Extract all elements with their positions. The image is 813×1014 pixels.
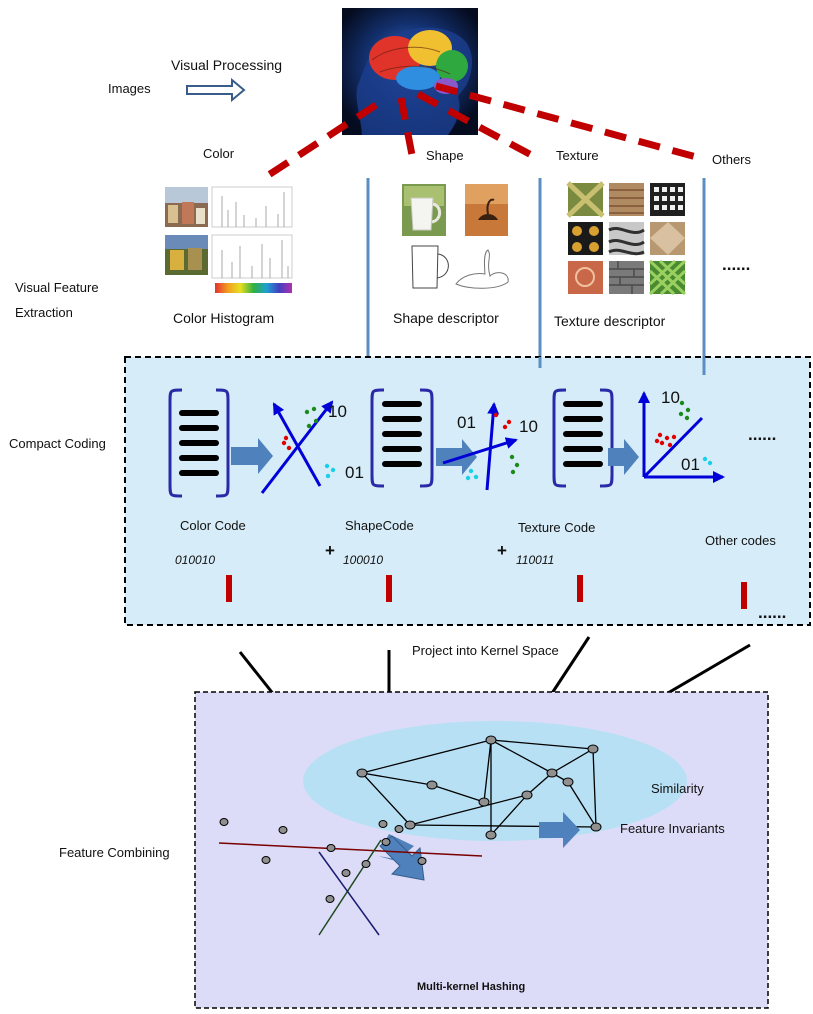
others-ellipsis-top: ...... <box>722 255 750 274</box>
shape-code-value: 100010 <box>343 553 383 567</box>
texture-label: Texture <box>556 148 599 163</box>
code-vector-texture <box>552 388 614 488</box>
plus-sign-2: + <box>497 541 507 560</box>
color-histogram-label: Color Histogram <box>173 310 274 326</box>
color-code-value: 010010 <box>175 553 215 567</box>
hollow-right-arrow-icon <box>186 77 246 103</box>
block-arrow-icon <box>608 439 639 475</box>
project-into-kernel-space-label: Project into Kernel Space <box>412 643 559 658</box>
code-bit-marker-texture <box>577 575 583 602</box>
texture-code-value: 110011 <box>516 553 554 567</box>
color-histogram-image <box>165 186 293 293</box>
color-code-label: Color Code <box>180 518 246 533</box>
hash-plane-shape <box>442 402 520 491</box>
visual-feature-label: Visual Feature <box>15 280 99 295</box>
dashed-line-texture <box>416 90 537 161</box>
others-label: Others <box>712 152 752 167</box>
texture-thumbnails-image <box>566 181 687 296</box>
shape-axis-label-10: 10 <box>519 417 538 436</box>
similarity-label: Similarity <box>651 781 704 796</box>
code-vector-shape <box>370 388 434 488</box>
other-codes-label: Other codes <box>705 533 776 548</box>
dashed-line-shape <box>397 97 416 156</box>
shape-label: Shape <box>426 148 464 163</box>
hashed-points <box>219 818 427 903</box>
color-label: Color <box>203 146 235 161</box>
feature-branch-dashed-lines <box>262 82 701 181</box>
plus-sign-1: + <box>325 541 335 560</box>
block-arrow-icon <box>436 439 477 475</box>
shape-axis-label-01: 01 <box>457 413 476 432</box>
feature-invariants-label: Feature Invariants <box>620 821 725 836</box>
code-bit-marker-other <box>741 582 747 609</box>
texture-descriptor-label: Texture descriptor <box>554 313 666 329</box>
color-axis-label-10: 10 <box>328 402 347 421</box>
code-bits-markers <box>226 575 747 609</box>
shape-descriptor-label: Shape descriptor <box>393 310 499 326</box>
shape-thumbnails-image <box>402 184 509 289</box>
feature-combining-label: Feature Combining <box>59 845 170 860</box>
compact-coding-box <box>124 356 811 626</box>
visual-processing-label: Visual Processing <box>171 57 282 73</box>
others-ellipsis-bottom: ...... <box>758 603 786 622</box>
texture-code-label: Texture Code <box>518 520 595 535</box>
others-ellipsis-middle: ...... <box>748 425 776 444</box>
dashed-line-color <box>262 102 378 181</box>
code-bit-marker-color <box>226 575 232 602</box>
images-label: Images <box>108 81 151 96</box>
shape-code-label: ShapeCode <box>345 518 414 533</box>
code-vector-color <box>168 388 230 498</box>
block-arrow-icon <box>231 438 273 474</box>
dashed-line-others <box>435 82 701 162</box>
similarity-graph <box>356 735 602 840</box>
texture-axis-label-01: 01 <box>681 455 700 474</box>
column-dividers <box>366 178 706 375</box>
extraction-label: Extraction <box>15 305 73 320</box>
hash-plane-texture <box>638 391 725 483</box>
hash-plane-color <box>260 400 336 494</box>
texture-axis-label-10: 10 <box>661 388 680 407</box>
color-axis-label-01: 01 <box>345 463 364 482</box>
block-arrow-icon <box>379 835 425 881</box>
code-bit-marker-shape <box>386 575 392 602</box>
multi-kernel-hashing-label: Multi-kernel Hashing <box>417 981 525 993</box>
compact-coding-label: Compact Coding <box>9 436 106 451</box>
block-arrow-icon <box>539 812 580 848</box>
hashing-hyperplanes <box>218 839 483 936</box>
